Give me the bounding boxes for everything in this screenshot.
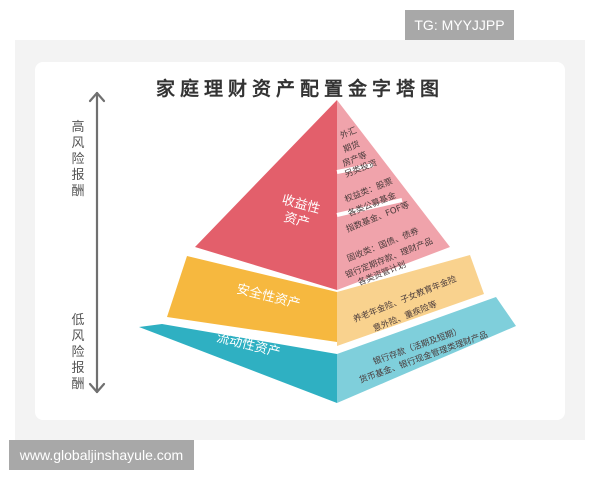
layer-liquidity-assets bbox=[139, 297, 516, 403]
watermark-tg: TG: MYYJJPP bbox=[405, 10, 514, 40]
watermark-url: www.globaljinshayule.com bbox=[9, 440, 194, 470]
layer-return-assets bbox=[195, 100, 450, 290]
high-risk-label: 高 风 险 报 酬 bbox=[71, 120, 85, 199]
diagram-title: 家庭理财资产配置金字塔图 bbox=[155, 78, 444, 100]
low-risk-label: 低 风 险 报 酬 bbox=[71, 313, 85, 392]
risk-axis-arrow-icon bbox=[88, 91, 106, 394]
return-assets-label-line2: 资产 bbox=[282, 210, 311, 231]
layer-safety-assets bbox=[167, 255, 484, 346]
